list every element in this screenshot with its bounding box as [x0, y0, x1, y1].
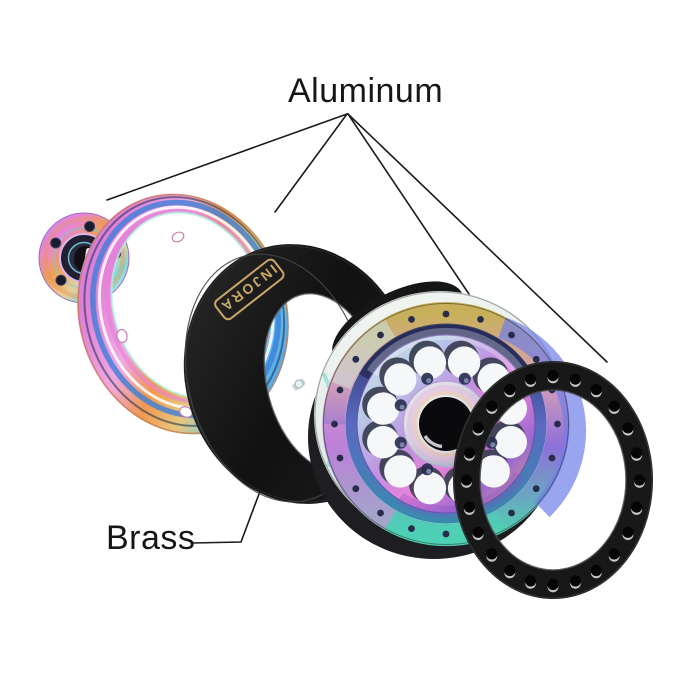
aluminum-leader-hub	[106, 113, 348, 201]
part-brass-weight-ring: INJORA	[183, 244, 415, 504]
rim-screws	[331, 310, 561, 538]
brass-label: Brass	[106, 519, 196, 557]
brass-leader	[191, 485, 263, 544]
wheel-spoke-holes	[362, 340, 527, 505]
part-beadlock-outer-ring	[453, 361, 653, 599]
center-bore	[419, 397, 473, 451]
part-beadlock-inner-ring	[77, 193, 334, 435]
aluminum-leader-inner-ring	[274, 113, 348, 213]
aluminum-label: Aluminum	[288, 72, 444, 110]
aluminum-leader-outer-ring	[347, 113, 608, 363]
inner-ring-holes	[116, 231, 193, 418]
outer-ring-holes	[460, 369, 646, 591]
aluminum-leader-wheel	[347, 113, 476, 304]
part-wheel-main-body	[322, 302, 587, 547]
leader-lines	[106, 113, 608, 544]
